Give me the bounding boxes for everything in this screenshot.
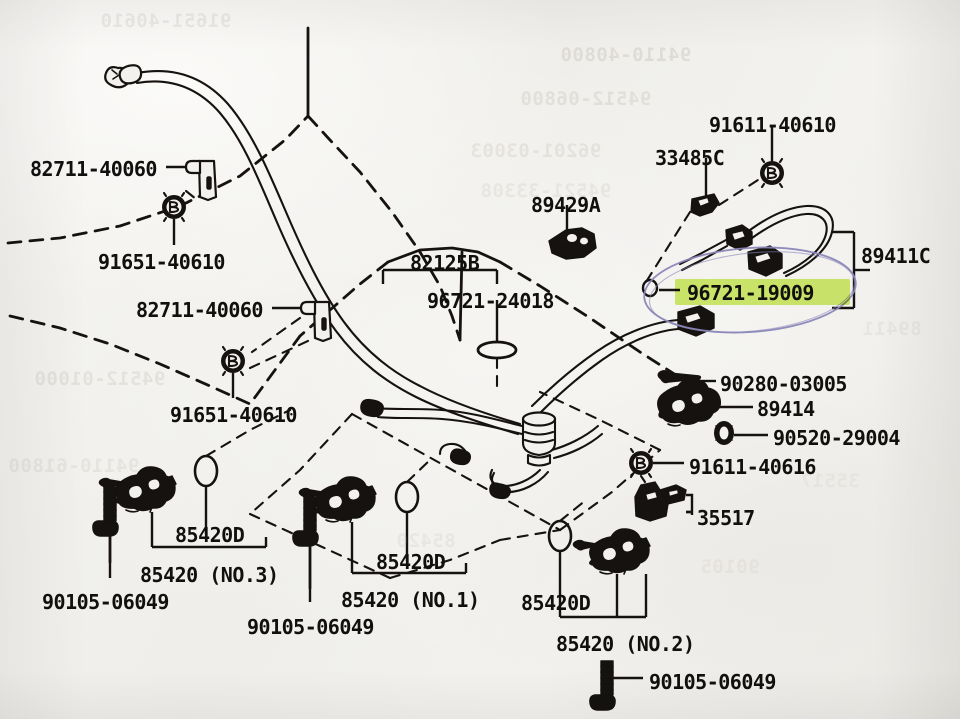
clip-33485c [690, 193, 720, 217]
clamp-85420-no2 [572, 528, 651, 575]
part-label-85420-no-2-: 85420 (NO.2) [556, 632, 695, 656]
part-label-91651-40610: 91651-40610 [98, 250, 225, 274]
part-label-89414: 89414 [757, 397, 815, 421]
nut-91651-upper [162, 191, 186, 223]
part-label-90105-06049: 90105-06049 [42, 590, 169, 614]
bracket-35517 [634, 481, 687, 522]
screw-90105-center [292, 496, 319, 590]
hood-lock-control-cable-89411c [530, 204, 834, 415]
part-label-90520-29004: 90520-29004 [773, 426, 900, 450]
part-label-85420-no-1-: 85420 (NO.1) [341, 588, 480, 612]
washer-90520-29004 [714, 421, 734, 445]
grommet-85420d-left [193, 454, 219, 488]
wire-harness-center [360, 398, 604, 500]
screw-90105-left [92, 486, 119, 564]
part-label-85420d: 85420D [175, 523, 245, 547]
part-label-91611-40610: 91611-40610 [709, 113, 836, 137]
hood-release-cable [104, 64, 522, 436]
clamp-85420-no3 [98, 466, 177, 513]
grommet-85420d-center [394, 480, 420, 514]
nut-91611-upper [760, 157, 784, 189]
grommet-85420d-right [547, 519, 573, 553]
part-label-90105-06049: 90105-06049 [649, 670, 776, 694]
part-label-85420d: 85420D [376, 550, 446, 574]
connector-89429a [548, 227, 597, 260]
part-label-82125b: 82125B [410, 251, 480, 275]
part-label-35517: 35517 [697, 506, 755, 530]
screw-90105-right [589, 660, 616, 711]
part-label-33485c: 33485C [655, 146, 725, 170]
marker-highlight-band [675, 279, 850, 305]
nut-91651-lower [221, 345, 245, 377]
part-label-90105-06049: 90105-06049 [247, 615, 374, 639]
clamp-85420-no1 [298, 476, 377, 523]
part-label-85420d: 85420D [521, 591, 591, 615]
grommet-96721-24018 [476, 340, 518, 360]
nut-91611-lower [629, 447, 653, 479]
hand-drawn-annotation-ellipse [643, 246, 857, 334]
bracket-82711-lower [299, 300, 333, 343]
part-label-89411c: 89411C [861, 244, 931, 268]
part-label-96721-19009: 96721-19009 [687, 281, 814, 305]
part-label-82711-40060: 82711-40060 [136, 298, 263, 322]
clamp-89414 [657, 378, 722, 427]
part-label-91611-40616: 91611-40616 [689, 455, 816, 479]
part-label-89429a: 89429A [531, 193, 601, 217]
bracket-82711-upper [184, 159, 218, 202]
part-label-91651-40610: 91651-40610 [170, 403, 297, 427]
part-label-96721-24018: 96721-24018 [427, 289, 554, 313]
leader-lines [108, 126, 870, 680]
part-label-85420-no-3-: 85420 (NO.3) [140, 563, 279, 587]
part-label-90280-03005: 90280-03005 [720, 372, 847, 396]
part-label-82711-40060: 82711-40060 [30, 157, 157, 181]
